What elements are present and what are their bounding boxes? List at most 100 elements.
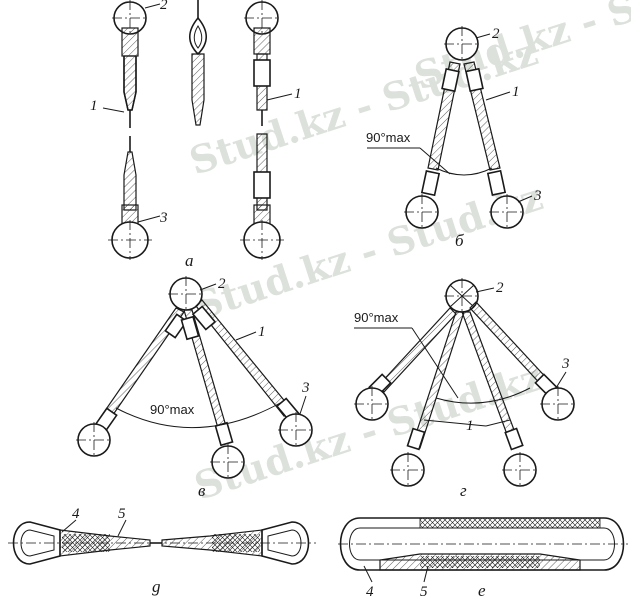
mesh-e-top bbox=[419, 517, 601, 529]
leader-v-3 bbox=[299, 395, 307, 415]
figure-b: 90°max 2 1 3 б bbox=[366, 26, 542, 250]
figure-d: 4 5 g bbox=[8, 506, 316, 596]
leader-v-2 bbox=[199, 283, 217, 291]
sleeve-g-2 bbox=[406, 427, 426, 451]
callout-v-1: 1 bbox=[258, 324, 266, 340]
sleeve-v-mid-top bbox=[180, 315, 200, 341]
loop-e-inner bbox=[349, 527, 615, 561]
sleeve-b-left-bot bbox=[420, 170, 441, 197]
leader-g-1 bbox=[423, 419, 487, 427]
mesh-d-right bbox=[212, 534, 260, 552]
ring-g-top-spokes bbox=[449, 284, 475, 308]
angle-leader-g-2 bbox=[411, 327, 459, 399]
ring-a1-bottom-center bbox=[108, 220, 152, 260]
ring-g-1-center bbox=[354, 386, 390, 422]
leader-a3-1 bbox=[266, 93, 293, 101]
eye-d-right-inner bbox=[267, 529, 302, 557]
callout-b-1: 1 bbox=[512, 84, 520, 100]
leg-g-1 bbox=[377, 307, 457, 393]
rope-a1-upper-fill bbox=[123, 55, 137, 111]
figure-a: 2 1 3 1 а bbox=[90, 0, 302, 270]
ring-b-right-center bbox=[489, 194, 525, 230]
leader-g-3 bbox=[555, 371, 567, 389]
ring-g-3-center bbox=[502, 452, 538, 488]
callout-a3-1: 1 bbox=[294, 86, 302, 102]
callout-g-1: 1 bbox=[466, 418, 474, 434]
angle-label-b: 90°max bbox=[366, 130, 411, 145]
rope-a1-lower bbox=[123, 151, 137, 211]
sleeve-b-right-bot bbox=[486, 169, 507, 196]
sleeve-a1-top bbox=[121, 27, 139, 57]
leader-a-3 bbox=[137, 215, 161, 223]
leader-d-5 bbox=[117, 519, 127, 537]
caption-e: е bbox=[478, 581, 486, 600]
leader-g-2 bbox=[475, 287, 495, 293]
caption-v: в bbox=[198, 481, 206, 500]
ring-v-top-center bbox=[168, 276, 204, 312]
eye-d-left-inner bbox=[20, 529, 55, 557]
leader-g-1b bbox=[485, 419, 511, 427]
loop-e-outer bbox=[339, 517, 625, 571]
leader-b-2 bbox=[475, 33, 491, 39]
callout-e-4: 4 bbox=[366, 584, 374, 600]
leader-b-3 bbox=[517, 195, 533, 203]
angle-label-v: 90°max bbox=[150, 402, 195, 417]
sleeve-b-left-top bbox=[441, 68, 460, 93]
caption-a: а bbox=[185, 251, 194, 270]
ring-a3-top-center bbox=[244, 0, 280, 36]
angle-label-g: 90°max bbox=[354, 310, 399, 325]
figure-v: 90°max 2 1 3 в bbox=[76, 276, 314, 500]
callout-a-3: 3 bbox=[159, 210, 168, 226]
clamp-a3-2 bbox=[253, 171, 271, 199]
angle-arc-g bbox=[435, 387, 531, 404]
angle-leader-b-2 bbox=[419, 147, 451, 175]
callout-d-4: 4 bbox=[72, 506, 80, 522]
ring-a3-bottom-center bbox=[240, 220, 284, 260]
sleeve-b-right-top bbox=[465, 67, 484, 92]
figure-e: 4 5 е bbox=[338, 517, 628, 600]
leader-b-1 bbox=[485, 91, 511, 101]
mesh-e-bottom bbox=[420, 556, 540, 568]
watermark-text-2: Stud.kz - Stud.kz bbox=[189, 174, 548, 329]
sleeve-g-3 bbox=[504, 427, 524, 451]
ring-v-mid-center bbox=[210, 444, 246, 480]
caption-b: б bbox=[455, 231, 464, 250]
clamp-a3-1 bbox=[253, 59, 271, 87]
watermark-text-4: Stud.kz - Stud.kz bbox=[409, 0, 631, 99]
callout-g-3: 3 bbox=[561, 356, 570, 372]
angle-arc-b bbox=[435, 167, 493, 176]
callout-b-2: 2 bbox=[492, 26, 500, 42]
ring-a1-top-center bbox=[112, 0, 148, 36]
leader-d-4 bbox=[61, 519, 77, 533]
caption-g: г bbox=[460, 481, 467, 500]
ring-v-left-center bbox=[76, 422, 112, 458]
angle-arc-v bbox=[115, 401, 283, 428]
thimble-a2-inner bbox=[193, 25, 203, 49]
caption-d: g bbox=[152, 577, 161, 596]
callout-d-5: 5 bbox=[118, 506, 126, 522]
leader-a-2 bbox=[144, 3, 161, 9]
leader-e-5 bbox=[423, 565, 429, 583]
ring-g-4-center bbox=[540, 386, 576, 422]
callout-b-3: 3 bbox=[533, 188, 542, 204]
rope-a2 bbox=[191, 53, 205, 126]
ring-b-top-center bbox=[444, 26, 480, 62]
ring-v-right-center bbox=[278, 412, 314, 448]
leader-v-1 bbox=[235, 331, 257, 341]
eye-d-left bbox=[12, 521, 61, 565]
ring-b-left-center bbox=[404, 194, 440, 230]
sleeve-v-mid-bot bbox=[214, 421, 234, 447]
callout-a-2: 2 bbox=[160, 0, 168, 13]
eye-d-right bbox=[261, 521, 310, 565]
callout-g-2: 2 bbox=[496, 280, 504, 296]
callout-a-1: 1 bbox=[90, 98, 98, 114]
ring-g-2-center bbox=[390, 452, 426, 488]
figure-g: 90°max 2 1 3 г bbox=[354, 278, 576, 500]
callout-e-5: 5 bbox=[420, 584, 428, 600]
leader-a-1 bbox=[102, 107, 125, 113]
sleeve-v-right-top bbox=[191, 305, 217, 331]
callout-v-3: 3 bbox=[301, 380, 310, 396]
callout-v-2: 2 bbox=[218, 276, 226, 292]
